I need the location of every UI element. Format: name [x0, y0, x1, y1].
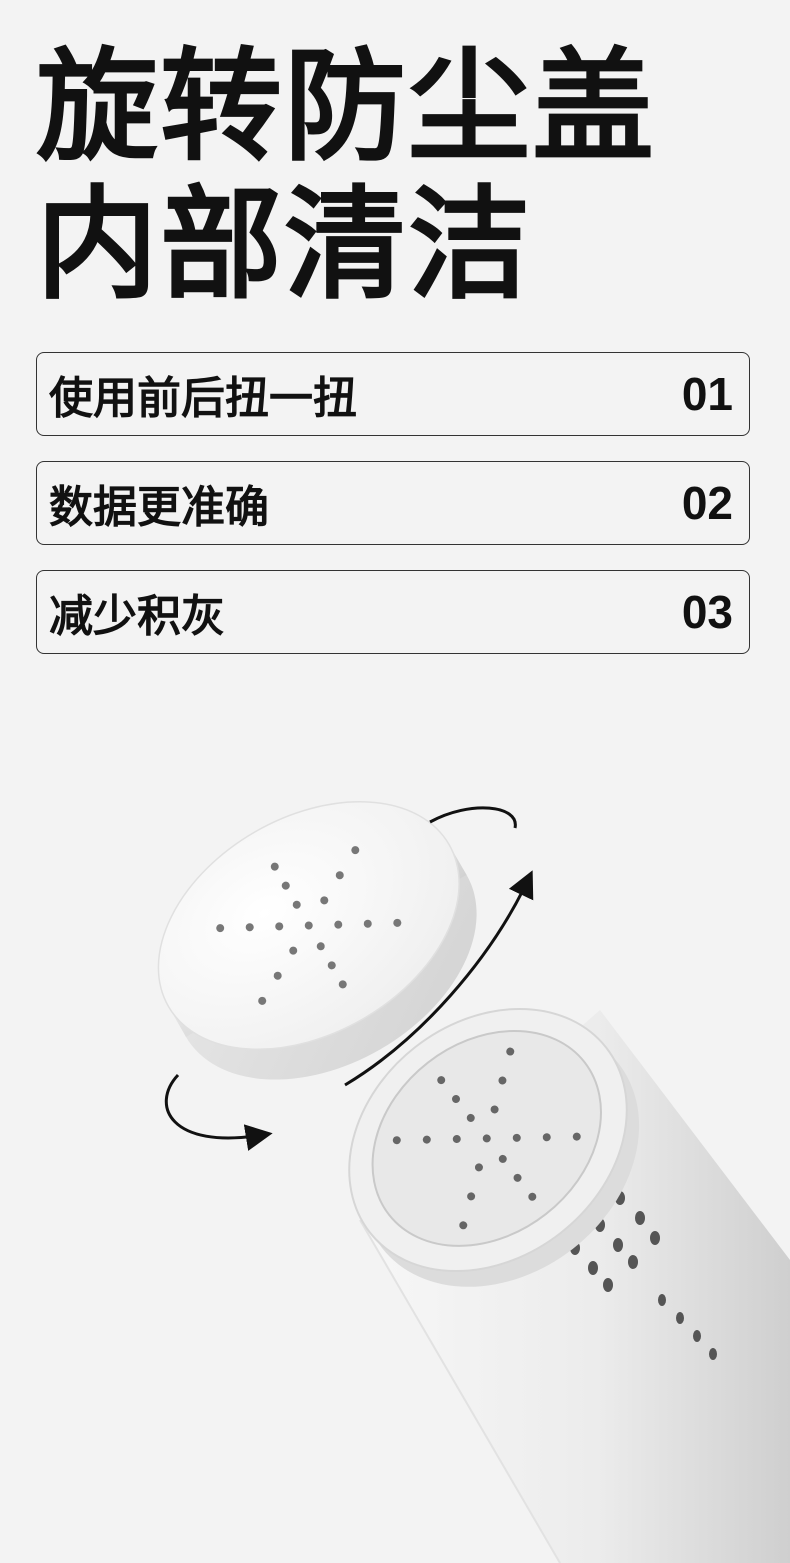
- rotate-arrow-icon: [164, 806, 534, 1151]
- feature-number: 02: [681, 477, 733, 529]
- feature-label: 减少积灰: [49, 591, 225, 642]
- feature-number: 03: [681, 586, 733, 638]
- feature-list: 使用前后扭一扭 01 数据更准确 02 减少积灰 03: [36, 352, 750, 679]
- feature-item-2: 数据更准确 02: [36, 461, 750, 545]
- headline-line-1: 旋转防尘盖: [36, 36, 656, 178]
- device-top: [348, 1007, 640, 1287]
- feature-label: 数据更准确: [49, 482, 269, 533]
- device-face-holes: [392, 1047, 581, 1230]
- feature-item-1: 使用前后扭一扭 01: [36, 352, 750, 436]
- dust-cap: [157, 801, 477, 1080]
- feature-item-3: 减少积灰 03: [36, 570, 750, 654]
- product-illustration: [157, 801, 790, 1563]
- vent-holes: [570, 1191, 717, 1360]
- feature-label: 使用前后扭一扭: [49, 373, 357, 424]
- headline-line-2: 内部清洁: [36, 174, 532, 316]
- feature-number: 01: [681, 368, 733, 420]
- headline: 旋转防尘盖 内部清洁: [36, 38, 656, 314]
- cap-holes: [216, 846, 402, 1005]
